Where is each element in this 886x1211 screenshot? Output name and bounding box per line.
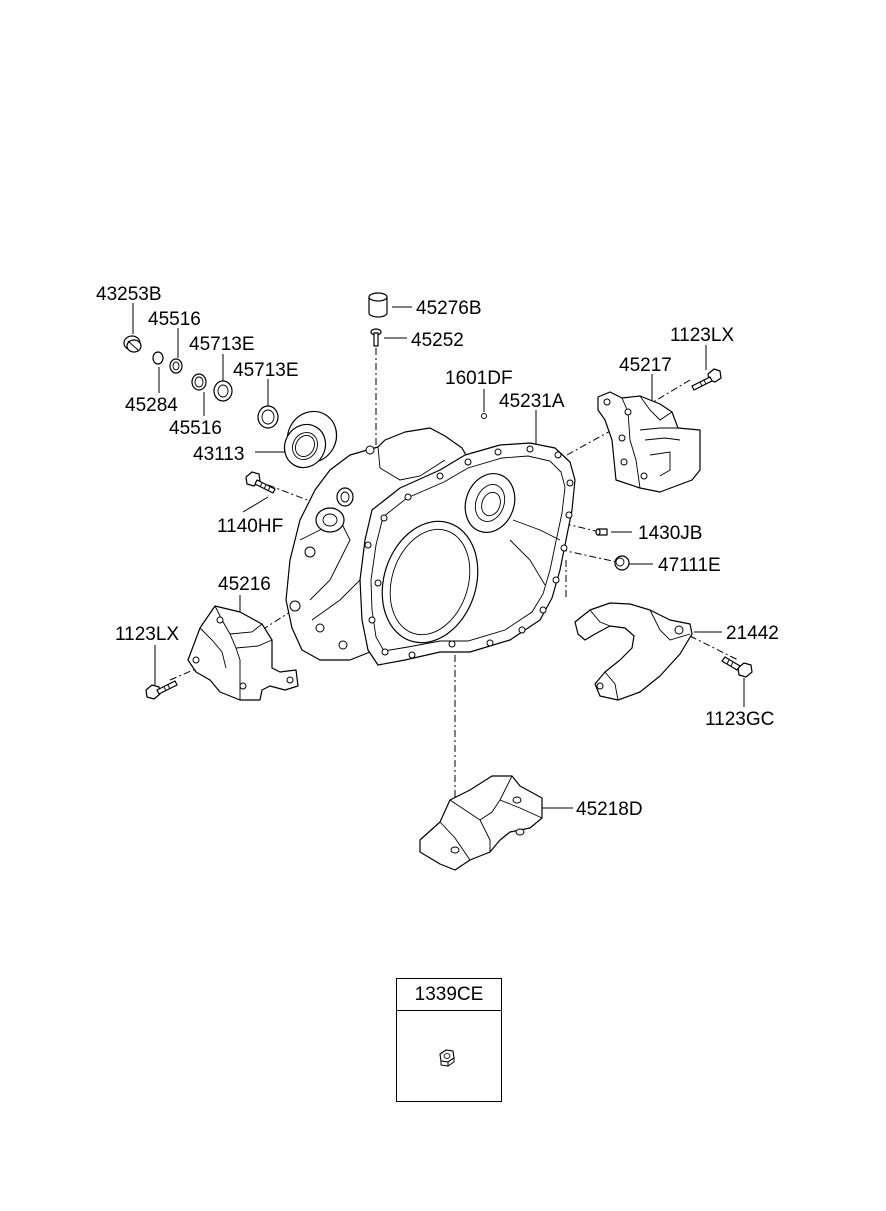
inset-part-box: 1339CE xyxy=(396,978,502,1102)
label-1430JB: 1430JB xyxy=(638,523,702,544)
dowel-1601DF-icon xyxy=(481,413,487,419)
label-45217: 45217 xyxy=(619,355,672,376)
label-1123LX-upper: 1123LX xyxy=(670,325,734,346)
label-45713E-lower: 45713E xyxy=(233,360,299,381)
seal-45713E-lower-icon xyxy=(257,405,279,429)
leader-lines xyxy=(132,303,745,809)
bolt-1140HF-icon xyxy=(245,471,276,494)
label-1123GC: 1123GC xyxy=(705,709,774,730)
label-43253B: 43253B xyxy=(96,284,162,305)
label-45516-lower: 45516 xyxy=(169,418,222,439)
seal-45713E-upper-icon xyxy=(213,380,233,402)
o-ring-45516-upper-icon xyxy=(169,358,183,374)
o-ring-45516-lower-icon xyxy=(191,373,207,391)
cover-21442-icon xyxy=(574,602,693,701)
cap-45276B-icon xyxy=(368,292,388,318)
bracket-45218D-icon xyxy=(419,775,543,871)
oil-seal-43113-icon xyxy=(283,410,338,469)
label-45252: 45252 xyxy=(411,330,464,351)
label-21442: 21442 xyxy=(726,623,779,644)
transaxle-housing-45231A-icon xyxy=(285,427,576,666)
label-1601DF: 1601DF xyxy=(445,368,513,389)
label-43113: 43113 xyxy=(193,444,244,465)
label-1123LX-lower: 1123LX xyxy=(115,624,179,645)
plug-1430JB-icon xyxy=(595,528,608,536)
hex-nut-icon xyxy=(439,1049,455,1067)
label-1140HF: 1140HF xyxy=(217,516,283,537)
label-45276B: 45276B xyxy=(416,298,482,319)
label-45231A: 45231A xyxy=(499,391,565,412)
bolt-1123LX-lower-icon xyxy=(145,680,178,700)
bracket-45216-icon xyxy=(187,605,299,701)
inset-part-body xyxy=(397,1011,501,1103)
pin-45252-icon xyxy=(370,328,382,347)
label-47111E: 47111E xyxy=(658,555,721,576)
label-45284: 45284 xyxy=(125,395,178,416)
label-45713E-upper: 45713E xyxy=(189,334,255,355)
bolt-1123GC-icon xyxy=(721,656,753,678)
bolt-1123LX-upper-icon xyxy=(691,368,722,391)
o-ring-45284-icon xyxy=(152,351,164,365)
label-45218D: 45218D xyxy=(576,799,643,820)
label-45216: 45216 xyxy=(218,574,271,595)
inset-part-number: 1339CE xyxy=(397,979,501,1011)
label-45516-upper: 45516 xyxy=(148,309,201,330)
plug-43253B-icon xyxy=(123,335,142,353)
part-labels: 43253B 45516 45713E 45713E 45284 45516 4… xyxy=(96,284,779,820)
bracket-45217-icon xyxy=(597,391,701,493)
cap-47111E-icon xyxy=(614,555,630,571)
